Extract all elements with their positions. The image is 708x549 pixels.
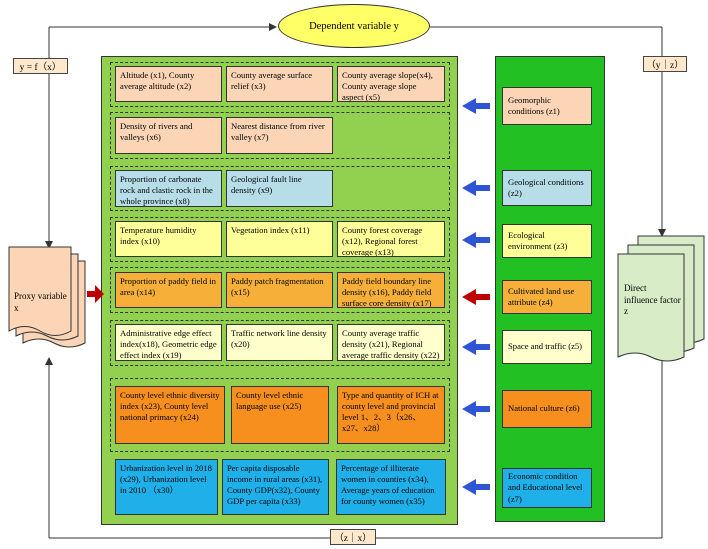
right-function-label: （y｜z） bbox=[643, 56, 687, 72]
indicator-cell: Type and quantity of ICH at county level… bbox=[337, 386, 445, 444]
indicator-cell: Per capita disposable income in rural ar… bbox=[222, 459, 329, 515]
indicator-cell: Geological fault line density (x9) bbox=[226, 170, 333, 207]
indicator-cell: County average slope(x4), County average… bbox=[337, 66, 445, 102]
dependent-variable-node: Dependent variable y bbox=[278, 4, 430, 48]
proxy-variable-label: Proxy variable x bbox=[14, 291, 67, 313]
red-arrow-right bbox=[462, 289, 490, 305]
indicator-cell: County forest coverage (x12), Regional f… bbox=[337, 221, 445, 257]
indicator-cell: County average traffic density (x21), Re… bbox=[337, 324, 445, 361]
indicator-cell: Nearest distance from river valley (x7) bbox=[226, 117, 333, 154]
blue-arrow bbox=[462, 339, 490, 355]
indicator-cell: Urbanization level in 2018 (x29), Urbani… bbox=[115, 459, 218, 515]
indicator-cell: Percentage of illiterate women in counti… bbox=[336, 459, 446, 515]
blue-arrow bbox=[462, 180, 490, 196]
blue-arrow bbox=[462, 98, 490, 114]
indicator-cell: County average surface relief (x3) bbox=[226, 66, 333, 102]
indicator-cell: Vegetation index (x11) bbox=[226, 221, 333, 257]
factor-box-z2: Geological conditions (z2) bbox=[502, 170, 592, 206]
factor-box-z3: Ecological environment (z3) bbox=[502, 224, 592, 258]
blue-arrow bbox=[462, 479, 490, 495]
indicator-cell: Proportion of paddy field in area (x14) bbox=[115, 272, 222, 308]
bottom-function-label: （z｜x） bbox=[330, 529, 376, 545]
indicator-cell: County level ethnic language use (x25) bbox=[231, 386, 329, 444]
proxy-doc-stack bbox=[8, 246, 86, 348]
group-culture bbox=[110, 378, 450, 452]
group-ecological bbox=[110, 217, 450, 262]
indicator-cell: Traffic network line density (x20) bbox=[226, 324, 333, 361]
indicator-cell: Altitude (x1), County average altitude (… bbox=[115, 66, 222, 102]
indicator-cell: Proportion of carbonate rock and clastic… bbox=[115, 170, 222, 207]
blue-arrow bbox=[462, 232, 490, 248]
indicator-cell: Temperature humidity index (x10) bbox=[115, 221, 222, 257]
factor-box-z5: Space and traffic (z5) bbox=[502, 330, 592, 364]
indicator-cell: Density of rivers and valleys (x6) bbox=[115, 117, 222, 154]
indicator-cell: Administrative edge effect index(x18), G… bbox=[115, 324, 222, 361]
direct-influence-label: Direct influence factor z bbox=[624, 283, 681, 317]
factor-box-z1: Geomorphic conditions (z1) bbox=[502, 87, 592, 125]
group-geomorphic-b bbox=[110, 112, 450, 159]
group-cultivated bbox=[110, 267, 450, 313]
group-traffic bbox=[110, 320, 450, 366]
blue-arrow bbox=[462, 401, 490, 417]
red-arrow-left bbox=[87, 285, 104, 303]
factor-box-z7: Economic condition and Educational level… bbox=[502, 468, 592, 508]
indicator-cell: Paddy field boundary line density (x16),… bbox=[337, 272, 445, 308]
factor-box-z4: Cultivated land use attribute (z4) bbox=[502, 280, 592, 314]
indicator-cell: Paddy patch fragmentation (x15) bbox=[226, 272, 333, 308]
left-function-label: y = f（x） bbox=[13, 58, 68, 74]
direct-doc-stack bbox=[617, 235, 705, 362]
indicator-cell: County level ethnic diversity index (x23… bbox=[115, 386, 225, 444]
factor-box-z6: National culture (z6) bbox=[502, 390, 592, 428]
group-geomorphic-a bbox=[110, 62, 450, 107]
group-geological bbox=[110, 166, 450, 211]
